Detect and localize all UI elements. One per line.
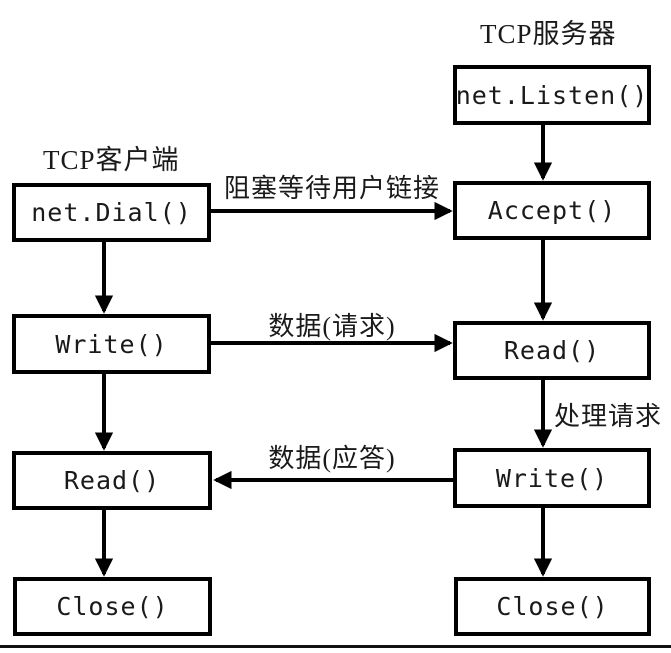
node-label: net.Listen() bbox=[455, 80, 649, 110]
edge-label-data-request: 数据(请求) bbox=[268, 312, 396, 341]
node-label: Read() bbox=[63, 466, 161, 495]
node-label: net.Dial() bbox=[31, 198, 192, 227]
edge-label-process-request: 处理请求 bbox=[554, 402, 663, 431]
node-client-read: Read() bbox=[12, 451, 212, 510]
node-label: Write() bbox=[55, 329, 168, 359]
client-column-title: TCP客户端 bbox=[43, 145, 180, 175]
node-label: Close() bbox=[496, 592, 609, 621]
server-column-title: TCP服务器 bbox=[480, 19, 617, 49]
node-client-net-dial: net.Dial() bbox=[12, 183, 211, 242]
edge-label-data-reply: 数据(应答) bbox=[268, 444, 396, 473]
node-server-accept: Accept() bbox=[453, 181, 651, 240]
node-label: Accept() bbox=[487, 196, 617, 225]
node-server-close: Close() bbox=[454, 577, 651, 636]
node-label: Write() bbox=[495, 463, 609, 493]
edge-label-block-wait: 阻塞等待用户链接 bbox=[223, 174, 440, 203]
node-label: Read() bbox=[503, 336, 601, 365]
node-client-write: Write() bbox=[12, 314, 211, 374]
node-server-read: Read() bbox=[453, 321, 651, 380]
node-client-close: Close() bbox=[13, 577, 212, 636]
bottom-divider-line bbox=[0, 645, 671, 648]
node-server-net-listen: net.Listen() bbox=[453, 65, 651, 125]
node-label: Close() bbox=[56, 592, 169, 621]
node-server-write: Write() bbox=[453, 448, 651, 508]
